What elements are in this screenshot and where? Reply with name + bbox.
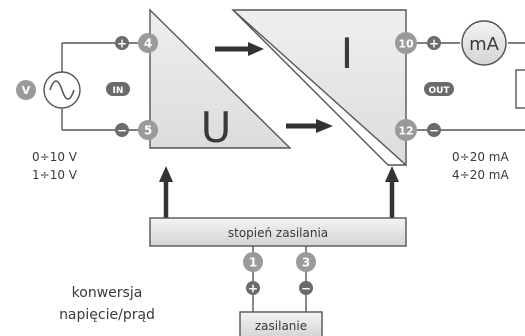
caption-line-2: napięcie/prąd [59,307,155,323]
output-converter-block [231,9,407,167]
input-plus-sign: + [117,37,127,51]
power-arrow-left-head [159,166,173,182]
signal-arrow-upper-head [248,42,264,56]
power-stage-label: stopień zasilania [228,226,328,240]
supply-plus-sign: + [248,282,258,296]
output-range-2: 4÷20 mA [452,168,509,182]
power-arrows [159,166,399,218]
input-port-badge [106,82,130,96]
output-port-label: OUT [428,86,450,96]
milliammeter-symbol [461,20,507,66]
input-range-1: 0÷10 V [32,150,78,164]
signal-arrow-lower-head [316,119,333,133]
input-converter-label: U [201,103,232,152]
terminal-12 [395,119,417,141]
output-plus-sign: + [429,37,439,51]
power-supply-label: zasilanie [255,319,307,333]
voltage-source-badge [16,80,36,100]
load-resistor [515,69,525,109]
output-minus-sign: − [429,124,439,138]
output-minus-sign-icon [427,123,441,137]
output-plus-sign-icon [427,36,441,50]
output-port-badge [424,82,454,96]
output-converter-edge [232,9,389,166]
power-stage-block [149,217,407,247]
input-minus-sign-icon [115,123,129,137]
terminal-5-label: 5 [144,124,152,138]
input-plus-sign-icon [115,36,129,50]
terminal-3 [296,252,316,272]
terminal-4-label: 4 [144,37,152,51]
terminal-12-label: 12 [398,125,413,138]
terminal-3-label: 3 [302,256,310,270]
output-range-1: 0÷20 mA [452,150,509,164]
power-arrow-right-head [385,166,399,182]
input-converter-block [149,8,292,149]
input-range-2: 1÷10 V [32,168,78,182]
caption-line-1: konwersja [72,285,143,301]
output-converter-label: I [341,29,353,78]
terminal-1-label: 1 [249,256,257,270]
supply-plus-sign-icon [246,281,260,295]
input-wire-bottom [61,109,150,131]
output-wire-bottom [406,129,525,131]
signal-arrows [215,42,333,133]
input-port-label: IN [113,86,124,96]
terminal-10 [395,32,417,54]
terminal-10-label: 10 [398,38,414,51]
supply-minus-sign: − [301,282,311,296]
sine-wave-icon [49,80,75,100]
terminal-5 [138,120,158,140]
voltage-source-badge-label: V [22,84,31,97]
terminal-4 [138,33,158,53]
power-supply-block [239,311,323,336]
terminal-1 [243,252,263,272]
input-minus-sign: − [117,124,127,138]
supply-minus-sign-icon [299,281,313,295]
milliammeter-label: mA [469,34,500,55]
